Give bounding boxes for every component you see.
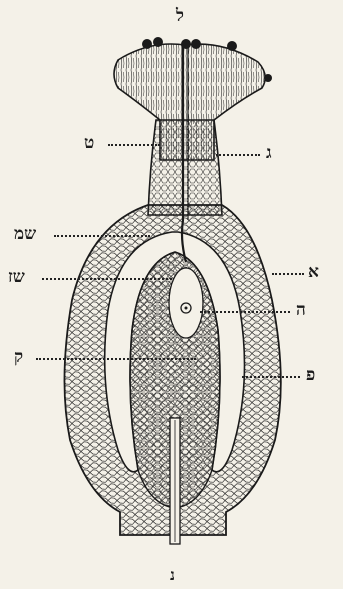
label-lower-right: פ [306,367,315,384]
leader-inner-right [200,311,290,313]
leader-lower-left [36,358,196,360]
label-outer-left: שמ [14,226,36,243]
leader-inner-left [42,278,172,280]
leader-outer-left [54,235,150,237]
leader-stylus [108,144,160,146]
label-top: ל [176,8,184,25]
label-inner-left: שז [8,269,25,286]
leader-outer-right [272,273,304,275]
label-inner-right: ה [296,302,306,319]
figure-caption: נ [170,568,175,583]
label-stylus: ט [84,135,94,152]
leader-lower-right [242,376,300,378]
label-lower-left: ק [14,349,23,366]
leader-neck-right [216,154,260,156]
label-neck-right: ג [266,145,272,162]
neck [148,120,222,215]
label-outer-right: א [308,264,319,281]
